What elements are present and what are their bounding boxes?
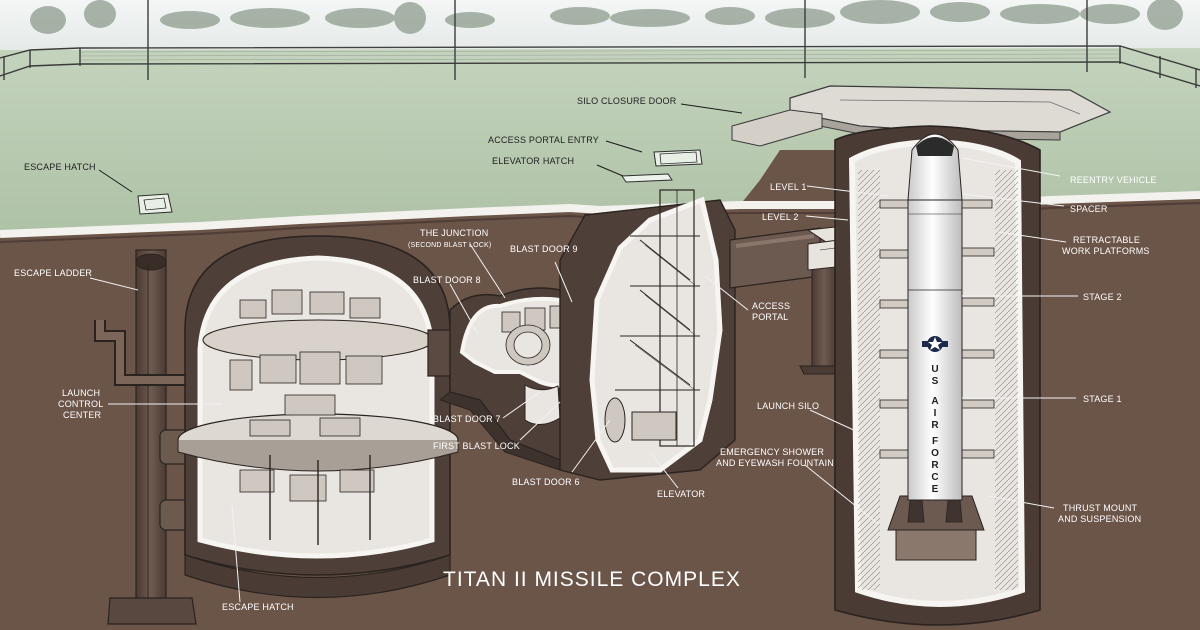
label-level-1: LEVEL 1 xyxy=(770,182,807,192)
missile-letter-r2: R xyxy=(931,460,939,471)
label-blast-door-7: BLAST DOOR 7 xyxy=(433,414,501,424)
label-launch-control-center-line3: CENTER xyxy=(63,410,102,420)
missile-letter-u: U xyxy=(931,364,938,375)
escape-hatch-surface xyxy=(137,193,173,215)
missile-letter-e: E xyxy=(932,484,939,495)
elevator-hatch xyxy=(621,173,673,183)
leader-lines xyxy=(89,103,1078,603)
access-portal xyxy=(559,189,736,481)
fence-mesh xyxy=(79,45,1121,61)
label-emergency-shower-line2: AND EYEWASH FOUNTAIN xyxy=(716,458,834,468)
label-reentry-vehicle: REENTRY VEHICLE xyxy=(1070,175,1157,185)
missile-letter-r: R xyxy=(931,420,939,431)
launch-control-center xyxy=(177,235,459,599)
label-blast-door-6: BLAST DOOR 6 xyxy=(512,477,580,487)
label-escape-ladder: ESCAPE LADDER xyxy=(14,268,92,278)
missile-letter-s: S xyxy=(932,376,939,387)
launch-silo xyxy=(834,125,1041,626)
diagram-title: TITAN II MISSILE COMPLEX xyxy=(443,568,741,591)
label-level-2: LEVEL 2 xyxy=(762,212,799,222)
label-retractable-line1: RETRACTABLE xyxy=(1073,235,1140,245)
label-access-portal-entry: ACCESS PORTAL ENTRY xyxy=(488,135,599,145)
tree-line xyxy=(30,0,1183,34)
label-spacer: SPACER xyxy=(1070,204,1108,214)
missile-letter-c: C xyxy=(931,472,938,483)
label-blast-door-9: BLAST DOOR 9 xyxy=(510,244,578,254)
label-access-portal-line2: PORTAL xyxy=(752,312,788,322)
label-blast-door-8: BLAST DOOR 8 xyxy=(413,275,481,285)
label-launch-control-center-line1: LAUNCH xyxy=(62,388,100,398)
titan-ii-missile xyxy=(907,133,963,501)
label-escape-hatch-bottom: ESCAPE HATCH xyxy=(222,602,294,612)
label-thrust-mount-line2: AND SUSPENSION xyxy=(1058,514,1141,524)
missile-lettering: U S A I R F O R C E xyxy=(931,364,939,495)
label-the-junction: THE JUNCTION xyxy=(420,228,488,238)
label-silo-closure-door: SILO CLOSURE DOOR xyxy=(577,96,677,106)
label-escape-hatch-top: ESCAPE HATCH xyxy=(24,162,96,172)
access-portal-entry-hatch xyxy=(653,149,703,167)
label-elevator-hatch: ELEVATOR HATCH xyxy=(492,156,574,166)
missile-letter-o: O xyxy=(931,448,939,459)
label-thrust-mount-line1: THRUST MOUNT xyxy=(1063,503,1138,513)
label-access-portal-line1: ACCESS xyxy=(752,301,790,311)
label-stage-2: STAGE 2 xyxy=(1083,292,1122,302)
missile-letter-i: I xyxy=(934,408,937,419)
label-first-blast-lock: FIRST BLAST LOCK xyxy=(433,441,520,451)
label-launch-silo: LAUNCH SILO xyxy=(757,401,819,411)
label-retractable-line2: WORK PLATFORMS xyxy=(1062,246,1150,256)
label-launch-control-center-line2: CONTROL xyxy=(58,399,103,409)
missile-letter-f: F xyxy=(932,436,938,447)
missile-letter-a: A xyxy=(931,396,938,407)
label-second-blast-lock: (SECOND BLAST LOCK) xyxy=(408,242,491,249)
label-stage-1: STAGE 1 xyxy=(1083,394,1122,404)
label-elevator: ELEVATOR xyxy=(657,489,705,499)
label-emergency-shower-line1: EMERGENCY SHOWER xyxy=(720,447,824,457)
usaf-roundel-icon xyxy=(922,336,948,352)
